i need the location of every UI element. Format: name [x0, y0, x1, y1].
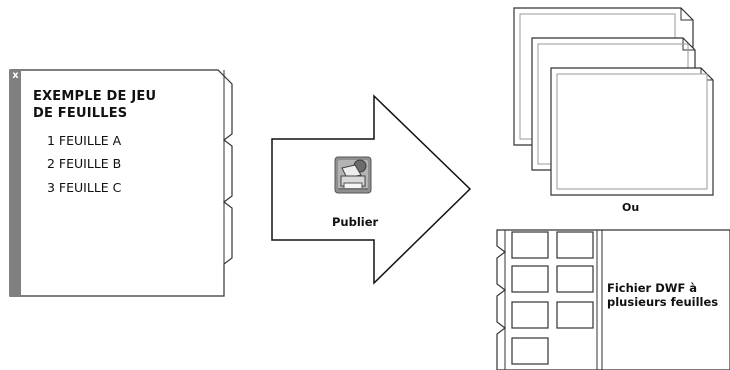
dwf-panel-outline	[496, 229, 730, 370]
publish-label: Publier	[332, 215, 379, 229]
sheet-item-b[interactable]: 2 FEUILLE B	[47, 156, 122, 171]
stacked-sheets	[513, 7, 714, 196]
sheet-set-title-line1: EXEMPLE DE JEU	[33, 89, 157, 104]
sheet-item-a[interactable]: 1 FEUILLE A	[47, 133, 122, 148]
dwf-label-line1: Fichier DWF à	[607, 281, 698, 295]
dwf-file-panel	[496, 229, 730, 370]
close-icon[interactable]: x	[12, 70, 19, 81]
dwf-label-line2: plusieurs feuilles	[607, 295, 719, 309]
sheet-item-c[interactable]: 3 FEUILLE C	[47, 180, 122, 195]
dwf-panel-divider	[504, 230, 603, 370]
dwf-thumbnails	[511, 231, 594, 365]
sheet-set-panel	[9, 69, 233, 297]
dwf-file-label: Fichier DWF à plusieurs feuilles	[607, 281, 718, 309]
sheet-set-title-line2: DE FEUILLES	[33, 106, 128, 121]
sheet-set-titlebar	[10, 70, 21, 296]
printer-publish-icon[interactable]	[334, 156, 372, 194]
sheet-set-title: EXEMPLE DE JEU DE FEUILLES	[33, 88, 156, 122]
or-label: Ou	[622, 201, 640, 214]
